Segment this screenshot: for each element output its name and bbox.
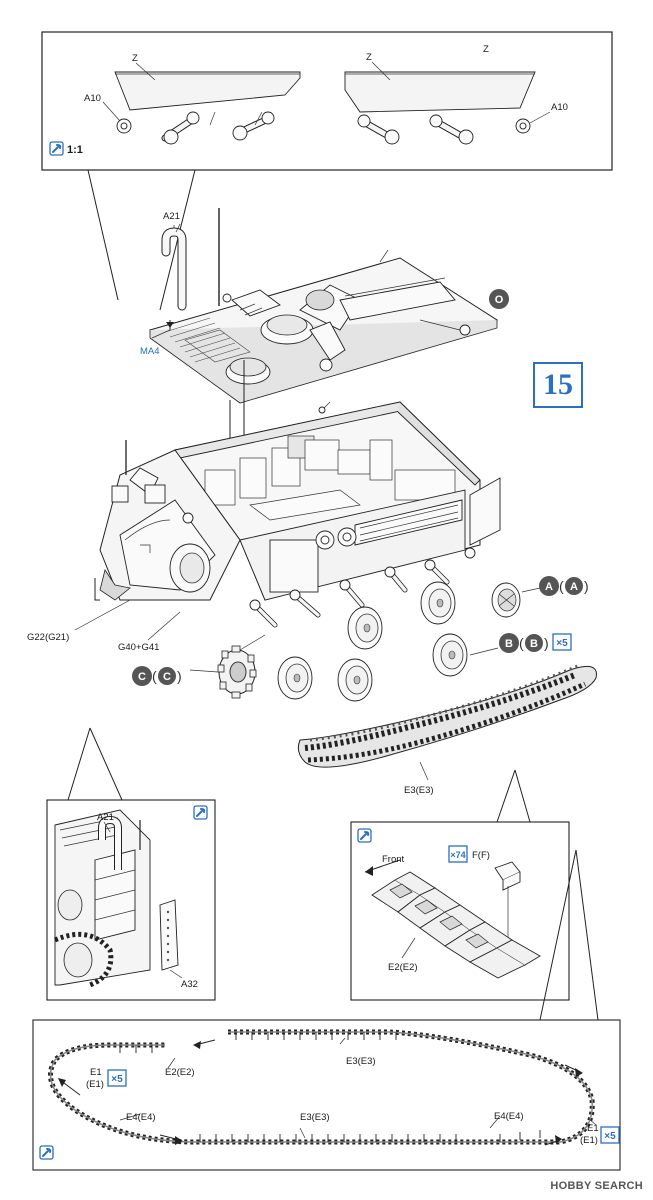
part-b-badge: B ( B ) ×5 (499, 633, 572, 653)
part-o-badge: O (489, 289, 509, 309)
exhaust-pipe-a21 (161, 225, 187, 311)
label-e4-left: E4(E4) (126, 1112, 156, 1123)
track-loop-box: ×5 ×5 (32, 1019, 621, 1171)
idler-wheel (491, 582, 521, 618)
label-z2: Z (366, 52, 372, 63)
svg-text:(: ( (519, 635, 524, 651)
label-e2-detail: E2(E2) (388, 962, 418, 973)
label-e4-right: E4(E4) (494, 1111, 524, 1122)
svg-text:A: A (570, 581, 578, 593)
label-a10-right: A10 (551, 102, 568, 113)
watermark: HOBBY SEARCH (550, 1180, 643, 1192)
label-front: Front (382, 854, 405, 865)
label-a21-top: A21 (163, 211, 180, 222)
e1-left-qty-badge: ×5 (111, 1074, 123, 1085)
label-e1-left: E1 (90, 1067, 102, 1078)
part-c-badge: C ( C ) (132, 666, 182, 686)
glue-tool-icon (357, 828, 372, 843)
svg-text:C: C (138, 671, 146, 683)
glue-tool-icon (39, 1145, 54, 1160)
label-g40: G40+G41 (118, 642, 159, 653)
track-run-e3 (297, 663, 597, 768)
label-a10-left: A10 (84, 93, 101, 104)
scale-label: 1:1 (67, 144, 83, 156)
svg-text:O: O (495, 294, 504, 306)
label-f-part: F(F) (472, 850, 490, 861)
step-number: 15 (533, 362, 583, 408)
detail-box-right: ×74 (350, 821, 570, 1001)
label-a21-detail: A21 (97, 812, 114, 823)
svg-text:C: C (163, 671, 171, 683)
label-g22: G22(G21) (27, 632, 69, 643)
label-ma4: MA4 (140, 346, 160, 357)
top-detail-box: Z Z Z A10 A10 1:1 (41, 31, 613, 171)
label-e3-loop-bottom: E3(E3) (300, 1112, 330, 1123)
svg-text:): ) (177, 668, 182, 684)
label-e1-right-paren: (E1) (580, 1135, 598, 1146)
label-z3: Z (483, 44, 489, 55)
glue-tool-icon (193, 805, 208, 820)
detail-box-left (46, 799, 216, 1001)
hull (94, 401, 501, 601)
svg-text:(: ( (152, 668, 157, 684)
suspension-arms-left (116, 111, 275, 145)
road-wheels (277, 581, 468, 702)
svg-text:(: ( (559, 578, 564, 594)
svg-text:×5: ×5 (556, 638, 568, 649)
label-a32: A32 (181, 979, 198, 990)
svg-text:): ) (584, 578, 589, 594)
svg-text:A: A (545, 581, 553, 593)
label-z1: Z (132, 53, 138, 64)
e1-right-qty-badge: ×5 (604, 1131, 616, 1142)
svg-text:): ) (544, 635, 549, 651)
label-e1-left-paren: (E1) (86, 1079, 104, 1090)
svg-text:B: B (505, 638, 513, 650)
svg-text:B: B (530, 638, 538, 650)
suspension-arms-right (357, 114, 531, 145)
suspension (249, 547, 476, 628)
label-e2-loop: E2(E2) (165, 1067, 195, 1078)
roof-plate (148, 208, 499, 404)
label-e3-loop-top: E3(E3) (346, 1056, 376, 1067)
drive-sprocket (217, 645, 257, 699)
part-a-badge: A ( A ) (539, 576, 589, 596)
f-qty-badge: ×74 (450, 850, 465, 860)
label-e3-main: E3(E3) (404, 785, 434, 796)
glue-tool-icon (49, 141, 64, 156)
label-e1-right: E1 (587, 1123, 599, 1134)
